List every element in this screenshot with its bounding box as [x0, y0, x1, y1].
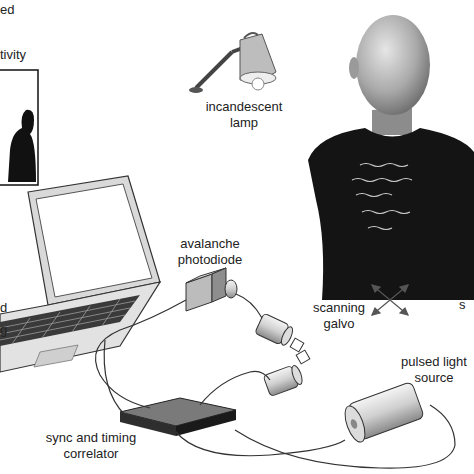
- label-text: scanning galvo: [308, 300, 370, 332]
- label-text: sync and timing correlator: [32, 430, 150, 462]
- label-text: incandescent lamp: [196, 99, 292, 131]
- light-source-symbol: [341, 382, 424, 445]
- laptop: [0, 176, 160, 372]
- label-text: pulsed light source: [394, 354, 474, 386]
- scene-person: [308, 15, 474, 300]
- cables: [96, 294, 456, 468]
- galvo-symbol: [255, 313, 310, 396]
- label-text: avalanche photodiode: [170, 236, 250, 268]
- lamp-symbol: [189, 33, 276, 93]
- label-text: d: [0, 300, 15, 316]
- scan-arrows: [372, 285, 408, 315]
- label-text: tivity: [0, 47, 44, 63]
- photodiode-symbol: [186, 268, 237, 311]
- label-text: g: [0, 322, 15, 338]
- label-text: ed: [0, 2, 22, 18]
- label-text: s: [459, 297, 474, 313]
- inset-frame: [0, 70, 38, 185]
